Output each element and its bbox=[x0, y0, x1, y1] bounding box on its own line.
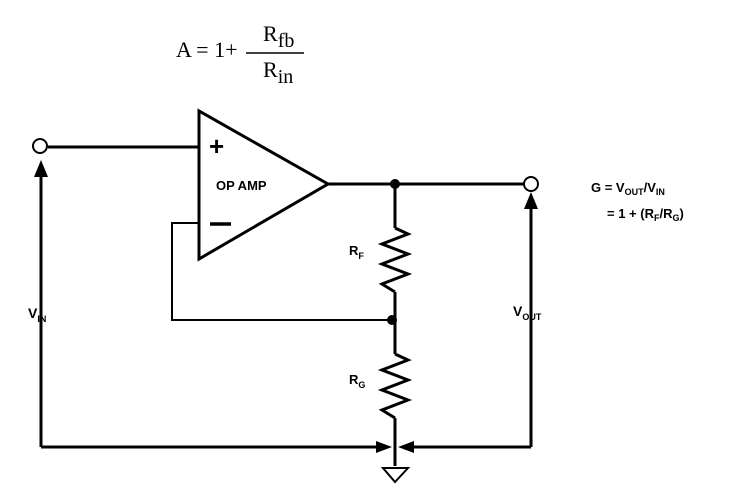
rf-label: RF bbox=[349, 243, 364, 261]
rg-label: RG bbox=[349, 372, 365, 390]
vout-label: VOUT bbox=[513, 303, 542, 322]
formula-lhs: A = 1+ bbox=[176, 37, 238, 62]
wires bbox=[39, 145, 533, 466]
feedback-junction bbox=[387, 315, 397, 325]
opamp-triangle bbox=[197, 108, 332, 262]
opamp-label: OP AMP bbox=[216, 178, 267, 193]
vin-label: VIN bbox=[28, 305, 46, 324]
opamp-plus-sign: + bbox=[209, 131, 224, 161]
gain-formula: A = 1+ Rfb Rin bbox=[176, 21, 304, 88]
rf-resistor bbox=[377, 226, 413, 294]
vout-arrowhead bbox=[524, 192, 538, 209]
ground-icon bbox=[380, 467, 411, 484]
vin-ground-arrowhead bbox=[376, 441, 392, 453]
vin-arrowhead bbox=[34, 160, 48, 177]
rg-resistor bbox=[377, 352, 413, 420]
formula-numerator: Rfb bbox=[263, 21, 294, 52]
feedback-wire bbox=[171, 222, 395, 321]
formula-denominator: Rin bbox=[263, 57, 293, 88]
output-junction bbox=[390, 179, 400, 189]
output-terminal bbox=[523, 176, 539, 192]
input-terminal bbox=[32, 138, 48, 154]
gain-equation-line1: G = VOUT/VIN bbox=[591, 180, 665, 197]
vout-ground-arrowhead bbox=[398, 441, 414, 453]
gain-equation-line2: = 1 + (RF/RG) bbox=[607, 206, 684, 223]
